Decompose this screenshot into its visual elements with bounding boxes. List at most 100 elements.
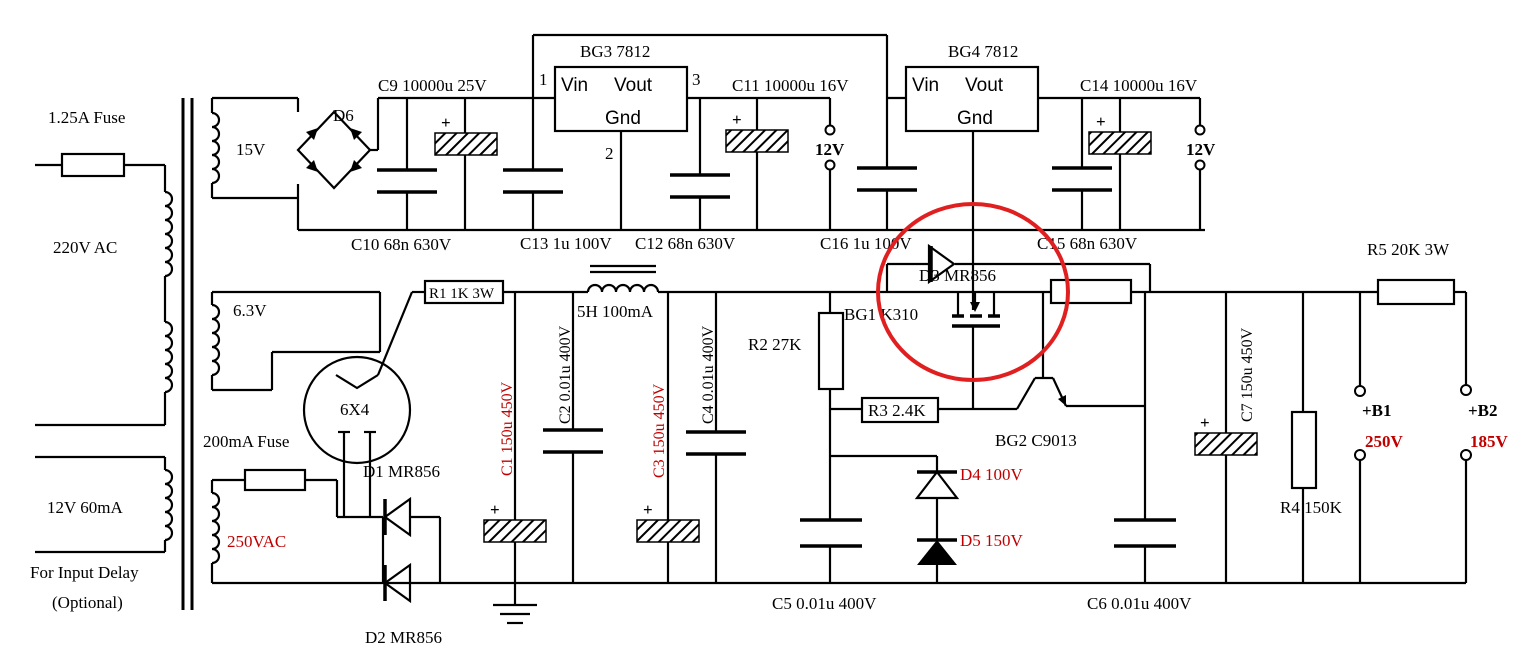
highlight-circle [876,202,1070,382]
primary-winding-top [164,190,174,278]
c9-label: C9 10000u 25V [378,76,487,95]
d6-label: D6 [333,106,354,125]
r4-label: R4 150K [1280,498,1343,517]
12v-terminal-b-bottom [1194,159,1206,171]
d3-label: D3 MR856 [919,266,996,285]
b2-label: +B2 [1468,401,1498,420]
c7-plus: + [1200,413,1210,432]
6v3-label: 6.3V [233,301,267,320]
choke-label: 5H 100mA [577,302,654,321]
c9-plus: + [441,113,451,132]
pass-resistor [1049,278,1133,305]
bg4-gnd: Gnd [957,108,993,129]
15v-winding [211,111,221,185]
c14-label: C14 10000u 16V [1080,76,1198,95]
output-section: + C7 150u 450V R4 150K +B1 250V R5 20K 3… [1194,240,1509,583]
bg2-label: BG2 C9013 [995,431,1077,450]
c14-capacitor [1088,131,1152,155]
6v3-winding [211,303,221,377]
bg3-pin3: 3 [692,70,701,89]
250vac-label: 250VAC [227,532,286,551]
r4-resistor [1290,410,1318,490]
heater-and-rectifier-tube: 6.3V 6X4 R1 1K 3W [210,279,505,517]
c11-label: C11 10000u 16V [732,76,849,95]
tube-label: 6X4 [340,400,370,419]
b1-terminal-bottom [1354,449,1366,461]
main-fuse-label: 1.25A Fuse [48,108,125,127]
bg3-regulator [553,65,689,133]
c12-label: C12 68n 630V [635,234,736,253]
bg4-vout: Vout [965,75,1004,96]
main-fuse [60,152,126,178]
c1-label: C1 150u 450V [499,381,516,476]
200ma-fuse-label: 200mA Fuse [203,432,289,451]
d3-diode [927,243,956,285]
b2-terminal-bottom [1460,449,1472,461]
d2-label: D2 MR856 [365,628,442,647]
c7-capacitor [1194,432,1258,456]
r5-label: R5 20K 3W [1367,240,1450,259]
bg3-pin1: 1 [539,70,548,89]
12v-terminal-b-top [1194,124,1206,136]
hv-filter: 5H 100mA + C1 150u 450V C2 0.01u 400V + … [483,264,1380,583]
12v-terminal-a-top [824,124,836,136]
d5-zener [917,540,957,565]
c2-label: C2 0.01u 400V [557,325,574,424]
12v-output-b: 12V [1186,140,1216,159]
bg3-pin2: 2 [605,144,614,163]
series-regulator: R2 27K C5 0.01u 400V R3 2.4K D4 100V D5 … [748,243,1192,613]
delay-note-line2: (Optional) [52,593,123,612]
c11-capacitor [725,129,789,153]
d4-zener [914,470,960,500]
d1-label: D1 MR856 [363,462,440,481]
r5-resistor [1376,278,1456,306]
c6-label: C6 0.01u 400V [1087,594,1192,613]
bg3-label: BG3 7812 [580,42,650,61]
d4-label: D4 100V [960,465,1024,484]
regulator-section: + C9 10000u 25V C10 68n 630V Vin Vout Gn… [298,33,1216,310]
c5-label: C5 0.01u 400V [772,594,877,613]
bg4-vin: Vin [912,75,939,96]
bg3-gnd: Gnd [605,108,641,129]
r1-label: R1 1K 3W [429,286,495,302]
c3-label: C3 150u 450V [651,383,668,478]
c9-capacitor [434,132,498,156]
c7-label: C7 150u 450V [1239,327,1256,422]
c15-label: C15 68n 630V [1037,234,1138,253]
bg4-regulator [904,65,1040,133]
12v-terminal-a-bottom [824,159,836,171]
200ma-fuse [243,468,307,492]
bg1-fet [952,292,1000,409]
250v-winding [211,491,221,565]
choke-inductor [586,283,660,293]
c14-plus: + [1096,112,1106,131]
12v-output-a: 12V [815,140,845,159]
d1-diode [383,496,412,538]
r3-label: R3 2.4K [868,401,926,420]
c3-capacitor [636,519,700,543]
b1-voltage: 250V [1365,432,1404,451]
c10-label: C10 68n 630V [351,235,452,254]
15v-label: 15V [236,140,266,159]
high-voltage-secondary: 200mA Fuse 250VAC D1 MR856 D2 MR856 [203,432,1466,647]
bg4-label: BG4 7812 [948,42,1018,61]
b1-terminal-top [1354,385,1366,397]
b2-voltage: 185V [1470,432,1509,451]
c1-plus: + [490,500,500,519]
primary-label: 220V AC [53,238,117,257]
c11-plus: + [732,110,742,129]
r2-resistor [817,311,845,391]
6x4-tube [302,355,412,465]
c13-label: C13 1u 100V [520,234,612,253]
c4-label: C4 0.01u 400V [700,325,717,424]
c3-plus: + [643,500,653,519]
delay-note-line1: For Input Delay [30,563,139,582]
b1-label: +B1 [1362,401,1392,420]
bg3-vout: Vout [614,75,653,96]
r2-label: R2 27K [748,335,802,354]
delay-winding-label: 12V 60mA [47,498,123,517]
primary-winding-bottom [164,320,174,394]
c1-capacitor [483,519,547,543]
